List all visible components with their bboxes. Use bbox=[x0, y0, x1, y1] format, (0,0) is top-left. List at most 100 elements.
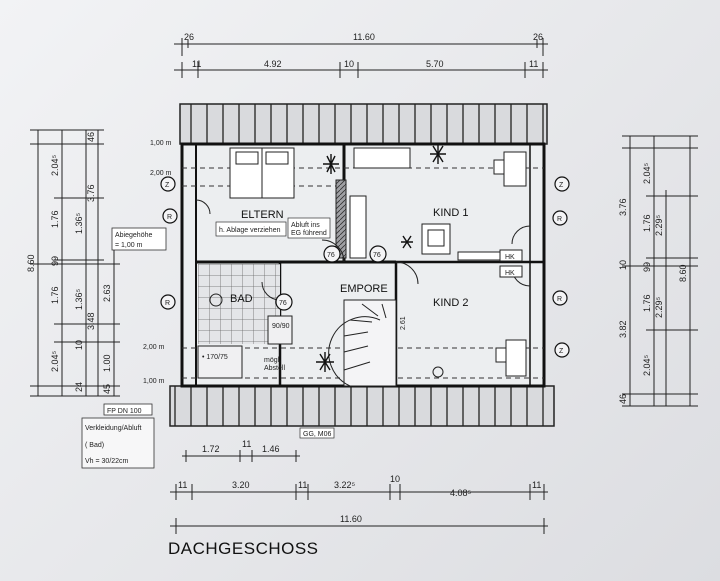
height-200-top: 2,00 m bbox=[150, 170, 172, 177]
dim-left-o11: 10 bbox=[74, 340, 84, 350]
dim-right-r1: 3.76 bbox=[618, 198, 628, 216]
drawing-title: DACHGESCHOSS bbox=[168, 539, 319, 558]
note-gg: GG, M06 bbox=[303, 431, 332, 438]
note-abluft: Abluft ins bbox=[291, 222, 320, 229]
plant-icon bbox=[316, 144, 446, 372]
top-dimension-chain bbox=[174, 38, 548, 78]
note-stair: 2.61 bbox=[400, 316, 407, 330]
dim-right-r4: 2.29⁵ bbox=[654, 214, 664, 236]
dim-top-end-left: 26 bbox=[184, 32, 194, 42]
roof-eaves-top bbox=[179, 103, 548, 145]
dim-bottom-b1: 3.20 bbox=[232, 480, 250, 490]
room-kind1: KIND 1 bbox=[433, 207, 468, 219]
note-box-fp bbox=[103, 403, 153, 416]
dim-top-total: 11.60 bbox=[353, 32, 375, 42]
desk-kind2 bbox=[495, 339, 527, 377]
marker-76-3: 76 bbox=[279, 300, 287, 307]
marker-r-2: R bbox=[165, 300, 170, 307]
dim-left-o1: 3.76 bbox=[86, 184, 96, 202]
note-fp: FP DN 100 bbox=[107, 408, 142, 415]
dim-top-seg1: 4.92 bbox=[264, 59, 282, 69]
armchair-kind1 bbox=[421, 223, 451, 255]
note-verkleidung: Verkleidung/Abluft bbox=[85, 425, 141, 432]
dim-left-o13: 45 bbox=[102, 384, 112, 394]
dim-right-r2: 2.04⁵ bbox=[642, 162, 652, 184]
note-abstell: Abstell bbox=[264, 365, 285, 372]
note-abiegehoehe-val: = 1,00 m bbox=[115, 242, 143, 249]
note-moegl: mögl. bbox=[264, 357, 281, 364]
hk-label-2: HK bbox=[505, 270, 515, 277]
dim-top-s11b: 11 bbox=[529, 59, 538, 69]
note-box-ablage bbox=[215, 221, 287, 237]
wardrobe-eltern bbox=[335, 179, 347, 259]
note-vh: Vh = 30/22cm bbox=[85, 458, 129, 465]
stair bbox=[328, 299, 397, 387]
toilet bbox=[209, 293, 223, 307]
dim-bottom-b3: 3.22⁵ bbox=[334, 480, 356, 490]
dim-right-r10: 2.04⁵ bbox=[642, 354, 652, 376]
marker-r-4: R bbox=[557, 296, 562, 303]
dim-bottom-b5: 4.08⁵ bbox=[450, 488, 472, 498]
room-eltern: ELTERN bbox=[241, 209, 284, 221]
dim-top-seg2: 5.70 bbox=[426, 59, 444, 69]
dim-top-s11a: 11 bbox=[192, 59, 201, 69]
dim-left-o6: 1.76 bbox=[50, 286, 60, 304]
note-box-gg bbox=[299, 427, 335, 439]
note-ablage: h. Ablage verziehen bbox=[219, 227, 281, 234]
dim-bottom-b2: 11 bbox=[298, 480, 307, 490]
dim-left-o9: 3.48 bbox=[86, 312, 96, 330]
marker-76-2: 76 bbox=[373, 252, 381, 259]
dim-left-o7: 1.36⁵ bbox=[74, 288, 84, 310]
roof-eaves-bottom bbox=[169, 385, 555, 427]
dim-left-o3: 1.76 bbox=[50, 210, 60, 228]
marker-z-3: Z bbox=[559, 348, 564, 355]
note-box-verkleidung bbox=[81, 417, 155, 469]
dim-right-r8: 1.76 bbox=[642, 294, 652, 312]
dim-left-o12: 1.00 bbox=[102, 354, 112, 372]
height-100-bottom: 1,00 m bbox=[143, 378, 165, 385]
dim-left-o15: 46 bbox=[86, 132, 96, 142]
dim-right-r7: 3.82 bbox=[618, 320, 628, 338]
dim-bottom-a2: 11 bbox=[242, 439, 251, 449]
stool-kind2 bbox=[432, 366, 444, 378]
radiator-kind1 bbox=[457, 251, 503, 261]
marker-z-1: Z bbox=[165, 182, 170, 189]
dim-right-r6: 99 bbox=[642, 262, 652, 272]
note-wanne: • 170/75 bbox=[202, 354, 228, 361]
double-bed bbox=[229, 147, 295, 199]
note-box-abluft bbox=[287, 217, 331, 239]
marker-76-1: 76 bbox=[327, 252, 335, 259]
note-bad: ( Bad) bbox=[85, 442, 104, 449]
dim-top-end-right: 26 bbox=[533, 32, 543, 42]
dim-right-r9: 2.29⁵ bbox=[654, 296, 664, 318]
dim-bottom-total: 11.60 bbox=[340, 514, 362, 524]
dim-bottom-b4: 10 bbox=[390, 474, 400, 484]
height-200-bottom: 2,00 m bbox=[143, 344, 165, 351]
dim-left-total: 8.60 bbox=[26, 254, 36, 272]
shelf-kind1 bbox=[349, 195, 367, 259]
marker-r-3: R bbox=[557, 216, 562, 223]
marker-z-2: Z bbox=[559, 182, 564, 189]
dim-left-o5: 99 bbox=[50, 256, 60, 266]
dim-right-r3: 1.76 bbox=[642, 214, 652, 232]
circled-markers bbox=[160, 176, 570, 358]
dim-bottom-a1: 1.72 bbox=[202, 444, 220, 454]
note-box-abiegehoehe bbox=[111, 227, 167, 251]
dim-top-seg-mid: 10 bbox=[344, 59, 354, 69]
bathtub bbox=[197, 345, 243, 379]
note-abiegehoehe: Abiegehöhe bbox=[115, 232, 152, 239]
shower bbox=[267, 315, 293, 345]
dim-left-o10: 2.63 bbox=[102, 284, 112, 302]
dim-right-r5: 10 bbox=[618, 260, 628, 270]
left-dimension-chain bbox=[30, 129, 120, 397]
dim-right-total: 8.60 bbox=[678, 264, 688, 282]
height-100-top: 1,00 m bbox=[150, 140, 172, 147]
note-abluft2: EG führend bbox=[291, 230, 327, 237]
dim-bottom-a3: 1.46 bbox=[262, 444, 280, 454]
hk-boxes bbox=[499, 249, 523, 278]
dim-left-o4: 1.36⁵ bbox=[74, 212, 84, 234]
dim-left-o2: 2.04⁵ bbox=[50, 154, 60, 176]
right-dimension-chain bbox=[622, 135, 698, 407]
